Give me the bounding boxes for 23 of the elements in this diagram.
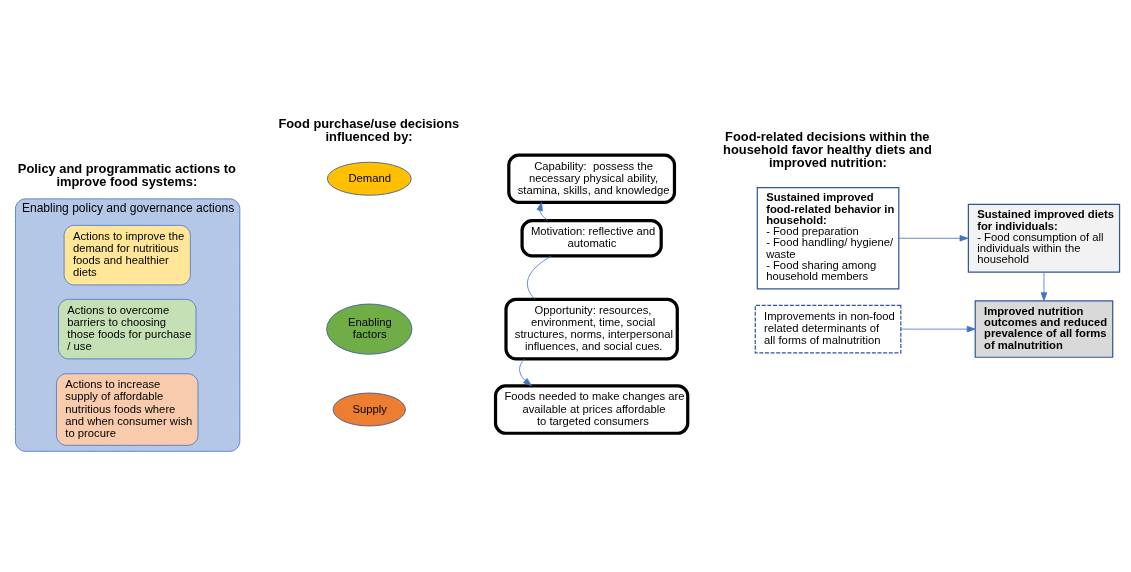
node-ellipse: Enabling factors bbox=[326, 303, 413, 355]
node-box: Actions to increase supply of affordable nutritious foods where and when consumer wish to procure bbox=[56, 372, 199, 446]
node-box: Motivation: reflective and automatic bbox=[520, 218, 663, 258]
node-box: Improvements in non-food related determinants of all forms of malnutrition bbox=[754, 304, 902, 353]
label: Policy and programmatic actions to improve food systems: bbox=[17, 160, 236, 189]
node-box: Opportunity: resources, environment, time, social structures, norms, interpersonal influences, and social cues. bbox=[504, 297, 679, 360]
arrow bbox=[519, 358, 532, 386]
node-box: Sustained improved diets for individuals: - Food consumption of all individuals within the household bbox=[967, 203, 1121, 273]
node-ellipse: Supply bbox=[332, 392, 406, 426]
label: Food purchase/use decisions influenced by: bbox=[278, 115, 460, 144]
arrow bbox=[898, 234, 969, 241]
node-box: Improved nutrition outcomes and reduced prevalence of all forms of malnutrition bbox=[974, 299, 1114, 358]
arrow bbox=[1040, 271, 1048, 301]
node-ellipse: Demand bbox=[326, 161, 412, 196]
arrow bbox=[536, 201, 549, 221]
node-box: Sustained improved food-related behavior in household: - Food preparation - Food handling/ hygiene/ waste - Food sharing among household members bbox=[756, 186, 900, 289]
node-box: Capability: possess the necessary physical ability, stamina, skills, and knowledge bbox=[507, 152, 677, 204]
label: Food-related decisions within the household favor healthy diets and improved nutrition: bbox=[723, 128, 932, 170]
node-box: Foods needed to make changes are available at prices affordable to targeted consumers bbox=[493, 383, 690, 435]
connector bbox=[527, 255, 552, 300]
node-box: Actions to overcome barriers to choosing those foods for purchase / use bbox=[58, 298, 197, 359]
node-box: Actions to improve the demand for nutritious foods and healthier diets bbox=[63, 224, 191, 285]
arrow bbox=[900, 325, 976, 332]
